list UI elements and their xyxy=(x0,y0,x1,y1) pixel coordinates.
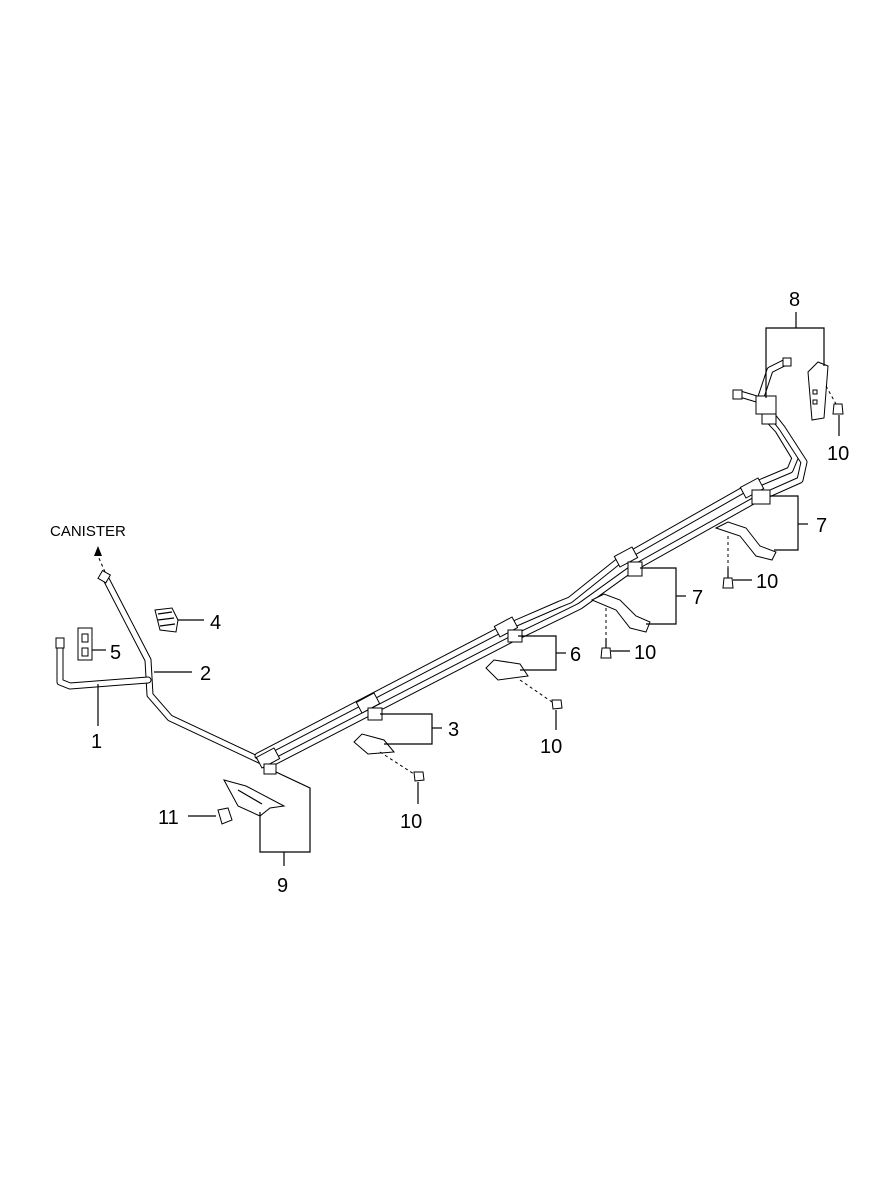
label-7-mid: 7 xyxy=(692,587,703,609)
label-canister: CANISTER xyxy=(50,523,126,540)
clip-3-on-tube xyxy=(355,692,383,721)
part-9-shield xyxy=(223,779,286,817)
callout-labels: CANISTER 1 2 4 5 3 6 7 7 8 9 11 10 10 10… xyxy=(50,289,849,897)
label-4: 4 xyxy=(210,612,221,634)
label-11: 11 xyxy=(158,807,179,829)
label-9: 9 xyxy=(277,875,288,897)
label-7-right: 7 xyxy=(816,515,827,537)
bolt-10-right xyxy=(722,568,734,589)
part-7-right-bracket xyxy=(714,521,777,561)
part-7-mid-bracket xyxy=(590,593,651,633)
label-10-right: 10 xyxy=(756,571,778,593)
label-10-3: 10 xyxy=(400,811,422,833)
clip-6-on-tube xyxy=(493,616,523,643)
label-5: 5 xyxy=(110,642,121,664)
label-10-top-right: 10 xyxy=(827,443,849,465)
bolts-10 xyxy=(97,385,844,782)
clip-9-on-tube xyxy=(255,747,281,775)
bolt-10-8 xyxy=(832,403,844,415)
part-4-grommet xyxy=(154,607,179,633)
clip-7-right-on-tube xyxy=(739,477,771,505)
part-8-bracket xyxy=(807,361,829,421)
bolt-10-mid xyxy=(600,638,612,659)
label-8: 8 xyxy=(789,289,800,311)
leader-lines xyxy=(92,312,840,866)
canister-arrow xyxy=(94,546,102,556)
label-6: 6 xyxy=(570,644,581,666)
bolt-10-3 xyxy=(413,771,425,782)
label-10-mid: 10 xyxy=(634,642,656,664)
part-11-nut xyxy=(217,807,233,825)
clip-8-on-tube xyxy=(755,395,777,425)
clip-7-mid-on-tube xyxy=(613,546,643,577)
label-10-6: 10 xyxy=(540,736,562,758)
tube-clips xyxy=(255,395,777,775)
part-3-bracket xyxy=(353,733,396,755)
tube-assembly xyxy=(55,357,808,770)
label-1: 1 xyxy=(91,731,102,753)
label-2: 2 xyxy=(200,663,211,685)
part-5-clip xyxy=(77,627,93,661)
bolt-10-6 xyxy=(551,699,563,710)
label-3: 3 xyxy=(448,719,459,741)
